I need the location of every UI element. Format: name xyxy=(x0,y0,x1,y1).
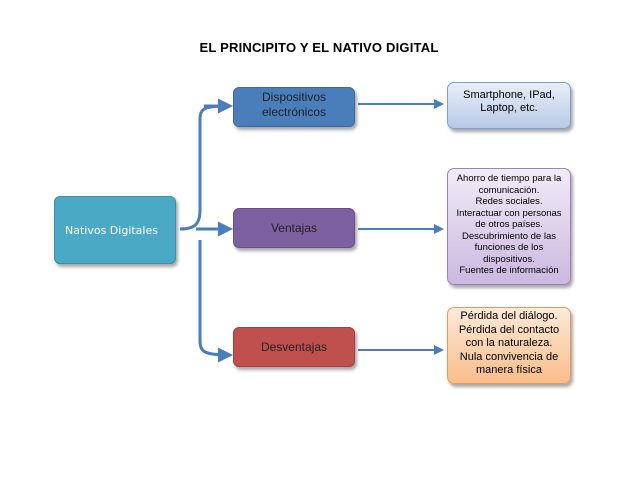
branch-node-devices-label: Dispositivos electrónicos xyxy=(261,90,327,119)
branch-node-devices: Dispositivos electrónicos xyxy=(233,87,355,127)
branch-node-advantages: Ventajas xyxy=(233,208,355,248)
detail-node-advantages-text: Ahorro de tiempo para la comunicación. R… xyxy=(456,173,562,276)
detail-node-devices-text: Smartphone, IPad, Laptop, etc. xyxy=(463,89,555,114)
branch-node-disadvantages: Desventajas xyxy=(233,327,355,367)
diagram-title: EL PRINCIPITO Y EL NATIVO DIGITAL xyxy=(199,40,439,55)
branch-node-advantages-label: Ventajas xyxy=(270,220,318,235)
root-node-label: Nativos Digitales xyxy=(65,223,158,237)
detail-node-disadvantages: Pérdida del diálogo. Pérdida del contact… xyxy=(447,307,571,384)
detail-node-devices: Smartphone, IPad, Laptop, etc. xyxy=(447,82,571,129)
root-node: Nativos Digitales xyxy=(54,196,176,264)
detail-node-advantages: Ahorro de tiempo para la comunicación. R… xyxy=(447,168,571,285)
detail-node-disadvantages-text: Pérdida del diálogo. Pérdida del contact… xyxy=(458,310,560,376)
branch-node-disadvantages-label: Desventajas xyxy=(260,339,328,354)
